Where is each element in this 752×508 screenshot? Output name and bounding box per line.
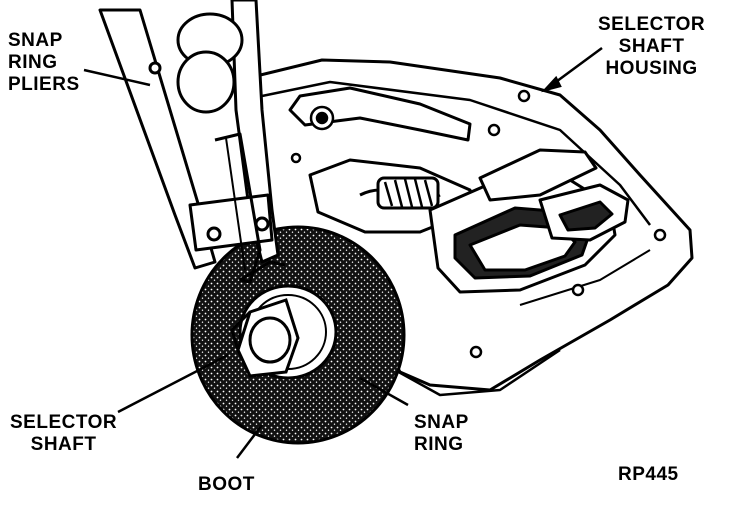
figure-id: RP445: [618, 464, 679, 485]
label-boot: BOOT: [198, 474, 255, 495]
label-snap-ring: SNAP RING: [414, 412, 469, 455]
snap-ring-pliers: [98, 0, 286, 284]
label-selector-shaft: SELECTOR SHAFT: [10, 412, 118, 455]
housing-bolts: [290, 89, 667, 359]
label-snap-ring-pliers: SNAP RING PLIERS: [8, 30, 80, 95]
leader-lines: [83, 46, 603, 459]
label-selector-shaft-housing: SELECTOR SHAFT HOUSING: [598, 14, 706, 79]
selector-shaft: [230, 298, 300, 378]
